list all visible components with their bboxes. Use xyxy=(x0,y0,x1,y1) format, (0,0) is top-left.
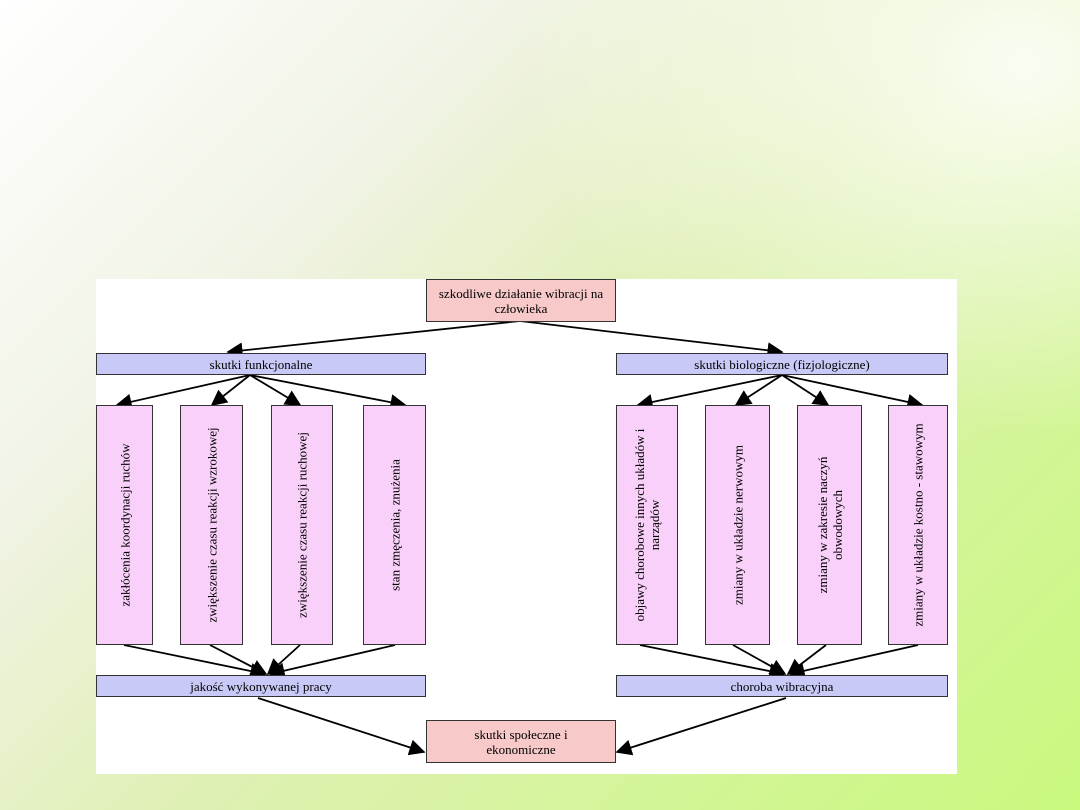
biological-item-1-label: objawy chorobowe innych układów i narząd… xyxy=(632,428,662,622)
node-harmful-vibration: szkodliwe działanie wibracji na człowiek… xyxy=(426,279,616,322)
arrow-to-quality-4 xyxy=(268,644,396,679)
header-functional-effects: skutki funkcjonalne xyxy=(96,353,426,375)
functional-item-3-label: zwiększenie czasu reakcji ruchowej xyxy=(294,432,310,618)
arrow-disease-to-social xyxy=(615,697,787,756)
functional-item-2: zwiększenie czasu reakcji wzrokowej xyxy=(180,405,243,645)
arrow-to-quality-1 xyxy=(123,644,267,679)
arrow-top-to-functional xyxy=(226,320,521,359)
result-vibration-disease: choroba wibracyjna xyxy=(616,675,948,697)
functional-item-2-label: zwiększenie czasu reakcji wzrokowej xyxy=(204,427,219,623)
node-social-economic-effects: skutki społeczne i ekonomiczne xyxy=(426,720,616,763)
header-biological-effects-label: skutki biologiczne (fizjologiczne) xyxy=(694,356,870,372)
biological-item-4: zmiany w układzie kostno - stawowym xyxy=(888,405,948,645)
functional-item-4-label: stan zmęczenia, znużenia xyxy=(387,459,402,591)
functional-item-3: zwiększenie czasu reakcji ruchowej xyxy=(271,405,333,645)
arrow-to-disease-4 xyxy=(788,644,919,679)
arrow-functional-item-4 xyxy=(249,374,407,411)
header-functional-effects-label: skutki funkcjonalne xyxy=(209,356,313,372)
arrow-quality-to-social xyxy=(257,697,426,756)
functional-item-1-label: zakłócenia koordynacji ruchów xyxy=(117,443,132,607)
functional-item-4: stan zmęczenia, znużenia xyxy=(363,405,426,645)
arrow-functional-item-3 xyxy=(249,374,302,406)
arrow-biological-item-4 xyxy=(781,374,924,410)
header-biological-effects: skutki biologiczne (fizjologiczne) xyxy=(616,353,948,375)
arrow-to-disease-2 xyxy=(732,644,787,675)
functional-item-1: zakłócenia koordynacji ruchów xyxy=(96,405,153,645)
node-harmful-vibration-label: szkodliwe działanie wibracji na człowiek… xyxy=(438,285,604,316)
result-work-quality-label: jakość wykonywanej pracy xyxy=(190,678,332,694)
arrow-functional-item-1 xyxy=(115,374,251,410)
biological-item-3-label: zmiany w zakresie naczyń obwodowych xyxy=(814,456,845,594)
biological-item-2-label: zmiany w układzie nerwowym xyxy=(730,445,745,605)
arrow-biological-item-2 xyxy=(734,374,783,406)
result-work-quality: jakość wykonywanej pracy xyxy=(96,675,426,697)
biological-item-1: objawy chorobowe innych układów i narząd… xyxy=(616,405,678,645)
arrow-biological-item-1 xyxy=(636,374,783,410)
arrow-to-quality-3 xyxy=(266,644,301,676)
arrow-biological-item-3 xyxy=(781,374,830,406)
biological-item-2: zmiany w układzie nerwowym xyxy=(705,405,770,645)
result-vibration-disease-label: choroba wibracyjna xyxy=(730,678,834,694)
arrow-to-quality-2 xyxy=(209,644,268,675)
biological-item-3: zmiany w zakresie naczyń obwodowych xyxy=(797,405,862,645)
arrow-to-disease-1 xyxy=(639,644,786,680)
node-social-economic-effects-label: skutki społeczne i ekonomiczne xyxy=(474,726,568,757)
biological-item-4-label: zmiany w układzie kostno - stawowym xyxy=(910,423,926,627)
arrow-top-to-biological xyxy=(519,320,784,359)
arrow-functional-item-2 xyxy=(210,374,251,407)
